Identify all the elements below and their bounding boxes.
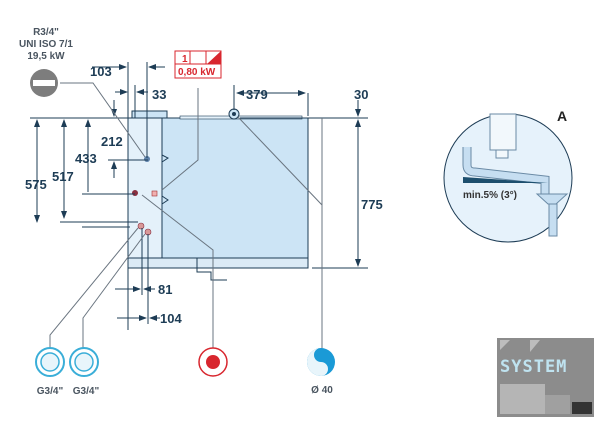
- detail-a-drain-slope: [443, 113, 573, 243]
- electric-connection-point: [132, 190, 138, 196]
- dim-212: 212: [101, 134, 123, 149]
- dim-33: 33: [152, 87, 166, 102]
- gas-power-label: 19,5 kW: [27, 51, 65, 62]
- detail-a-title: A: [557, 108, 567, 124]
- dim-81: 81: [158, 282, 172, 297]
- dim-30: 30: [354, 87, 368, 102]
- electrical-connection-icon: [198, 347, 228, 377]
- drain-icon: [307, 348, 335, 376]
- logo-watermark: SYSTEM: [497, 338, 594, 417]
- svg-text:SYSTEM: SYSTEM: [500, 357, 567, 377]
- electrical-phase-icon: [174, 50, 222, 79]
- dim-379: 379: [246, 87, 268, 102]
- drain-label: Ø 40: [311, 385, 333, 396]
- water-inlet-icon: [69, 347, 99, 377]
- water-inlet-icon: [35, 347, 65, 377]
- dim-517: 517: [52, 169, 74, 184]
- detail-slope-label: min.5% (3°): [463, 190, 517, 201]
- water-inlet-label: G3/4": [37, 386, 64, 397]
- electrical-power: 0,80 kW: [178, 67, 216, 78]
- dim-575: 575: [25, 177, 47, 192]
- dim-103: 103: [90, 64, 112, 79]
- dim-775: 775: [361, 197, 383, 212]
- dim-433: 433: [75, 151, 97, 166]
- dim-104: 104: [160, 311, 182, 326]
- water-inlet-label: G3/4": [73, 386, 100, 397]
- gas-inlet-icon: [30, 69, 58, 97]
- gas-standard-label: UNI ISO 7/1: [19, 39, 73, 50]
- gas-thread-label: R3/4": [33, 27, 59, 38]
- electrical-phase: 1: [182, 54, 188, 65]
